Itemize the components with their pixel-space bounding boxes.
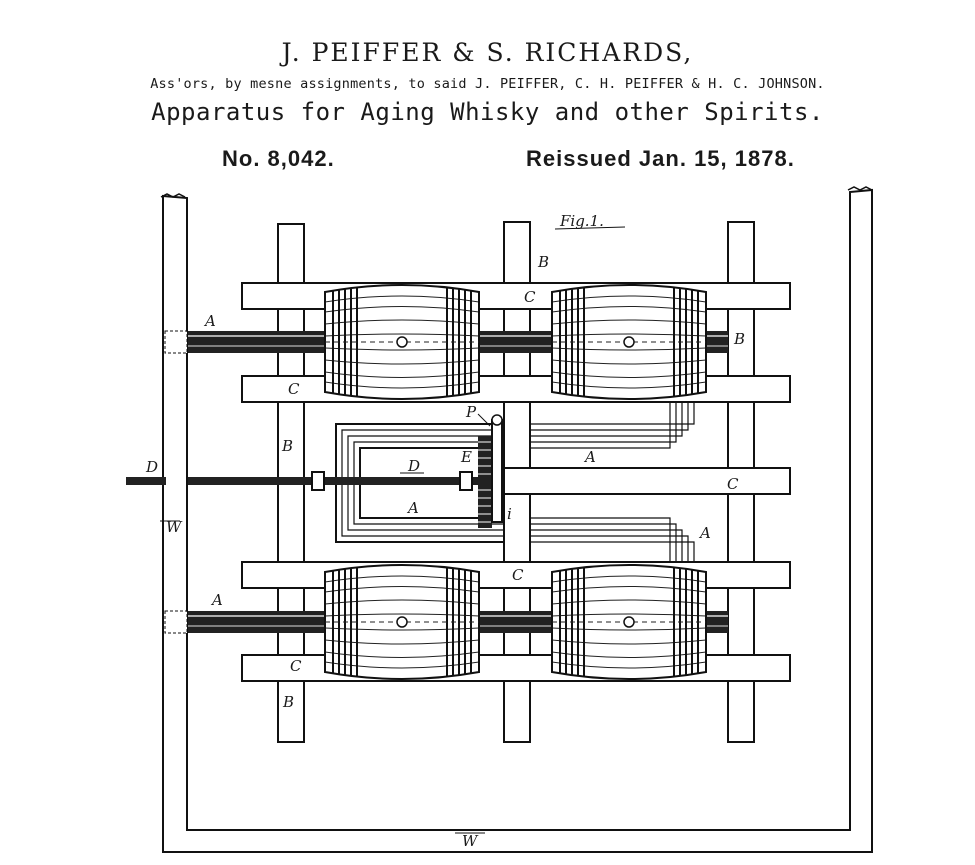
label-c-upper: C	[288, 380, 300, 398]
patent-number: No. 8,042.	[222, 146, 335, 171]
label-p: P	[465, 403, 477, 421]
label-a-top: A	[203, 312, 216, 330]
label-a-frame: A	[406, 499, 419, 517]
label-c-top: C	[524, 288, 536, 306]
label-a-frame-right: A	[583, 448, 596, 466]
label-d-inner: D	[407, 457, 420, 475]
fig-label: Fig.1.	[559, 212, 604, 230]
label-w-bottom: W	[462, 832, 479, 850]
label-w-side: W	[166, 518, 183, 536]
label-a-frame-corner: A	[698, 524, 711, 542]
patent-subtitle: Apparatus for Aging Whisky and other Spi…	[151, 98, 824, 126]
label-c-center: C	[727, 475, 739, 493]
barrel-bottom-left	[325, 558, 479, 686]
label-b-top: B	[537, 253, 549, 271]
patent-title: J. PEIFFER & S. RICHARDS,	[281, 38, 694, 67]
barrel-bottom-right	[552, 558, 706, 686]
label-e: E	[460, 448, 472, 466]
rail-center	[503, 467, 791, 495]
label-b-left: B	[281, 437, 293, 455]
reissue-date: Reissued Jan. 15, 1878.	[526, 146, 795, 171]
assignment-line: Ass'ors, by mesne assignments, to said J…	[150, 76, 825, 92]
label-a-bottom: A	[210, 591, 223, 609]
label-d-outer: D	[145, 458, 158, 476]
label-b-bottom: B	[282, 693, 294, 711]
drive-gear	[478, 414, 503, 528]
tank-outer-wall	[162, 188, 873, 853]
label-b-right: B	[733, 330, 745, 348]
label-c-lower: C	[512, 566, 524, 584]
barrel-top-right	[552, 278, 706, 406]
barrel-top-left	[325, 278, 479, 406]
label-c-bottom: C	[290, 657, 302, 675]
drive-shaft	[126, 471, 494, 491]
label-i: i	[507, 505, 512, 523]
